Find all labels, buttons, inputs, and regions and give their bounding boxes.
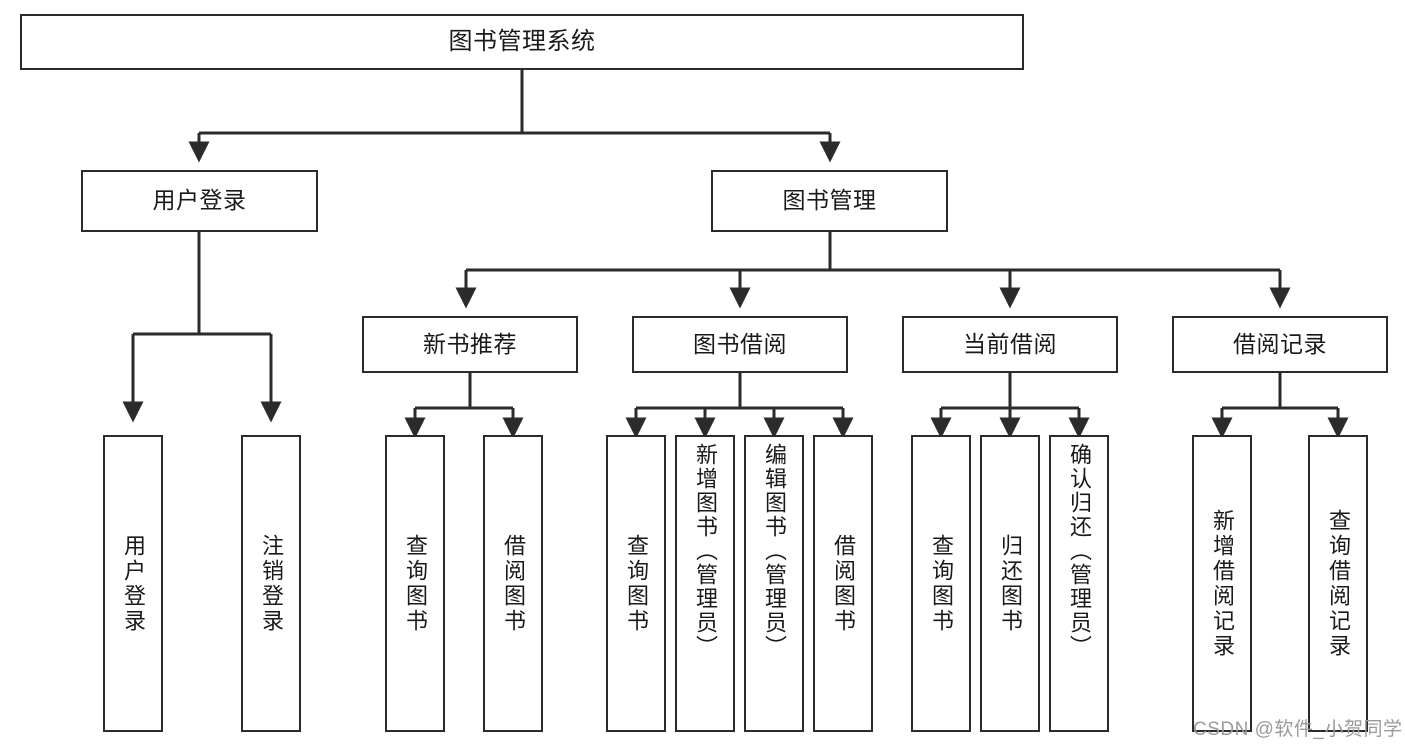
node-label: 查询借阅记录 — [1326, 508, 1351, 659]
leaf-borrow-edit-book-admin[interactable]: 编辑图书（管理员） — [744, 435, 804, 732]
node-label: 图书借阅 — [693, 330, 787, 357]
leaf-current-return-book[interactable]: 归还图书 — [980, 435, 1040, 732]
node-label: 当前借阅 — [963, 330, 1057, 357]
node-label: 图书管理 — [782, 187, 877, 214]
node-label: 借阅记录 — [1233, 330, 1327, 357]
node-user-login[interactable]: 用户登录 — [81, 170, 318, 232]
leaf-recommend-borrow-book[interactable]: 借阅图书 — [483, 435, 543, 732]
node-label: 新增图书（管理员） — [693, 443, 718, 659]
node-label: 归还图书 — [998, 533, 1023, 634]
node-label: 新书推荐 — [423, 330, 517, 357]
watermark-text: CSDN @软件_小贺同学 — [1193, 719, 1403, 740]
leaf-borrow-add-book-admin[interactable]: 新增图书（管理员） — [675, 435, 735, 732]
node-borrow-record[interactable]: 借阅记录 — [1172, 316, 1388, 373]
leaf-recommend-query-book[interactable]: 查询图书 — [385, 435, 445, 732]
node-label: 确认归还（管理员） — [1067, 443, 1092, 659]
node-label: 查询图书 — [929, 533, 954, 634]
node-new-book-recommend[interactable]: 新书推荐 — [362, 316, 578, 373]
leaf-borrow-query-book[interactable]: 查询图书 — [606, 435, 666, 732]
node-label: 图书管理系统 — [448, 27, 596, 55]
leaf-current-confirm-return-admin[interactable]: 确认归还（管理员） — [1049, 435, 1109, 732]
leaf-current-query-book[interactable]: 查询图书 — [911, 435, 971, 732]
node-book-borrow[interactable]: 图书借阅 — [632, 316, 848, 373]
node-root-system[interactable]: 图书管理系统 — [20, 14, 1024, 70]
leaf-user-login-logout[interactable]: 注销登录 — [241, 435, 301, 732]
node-label: 编辑图书（管理员） — [762, 443, 787, 659]
node-label: 借阅图书 — [831, 533, 856, 634]
leaf-record-add-record[interactable]: 新增借阅记录 — [1192, 435, 1252, 732]
node-label: 借阅图书 — [501, 533, 526, 634]
node-label: 注销登录 — [259, 533, 284, 634]
node-label: 查询图书 — [624, 533, 649, 634]
node-label: 用户登录 — [152, 187, 247, 214]
node-label: 查询图书 — [403, 533, 428, 634]
leaf-record-query-record[interactable]: 查询借阅记录 — [1308, 435, 1368, 732]
node-label: 用户登录 — [121, 533, 146, 634]
node-label: 新增借阅记录 — [1210, 508, 1235, 659]
node-current-borrow[interactable]: 当前借阅 — [902, 316, 1118, 373]
leaf-borrow-borrow-book[interactable]: 借阅图书 — [813, 435, 873, 732]
leaf-user-login-login[interactable]: 用户登录 — [103, 435, 163, 732]
node-book-management[interactable]: 图书管理 — [711, 170, 948, 232]
